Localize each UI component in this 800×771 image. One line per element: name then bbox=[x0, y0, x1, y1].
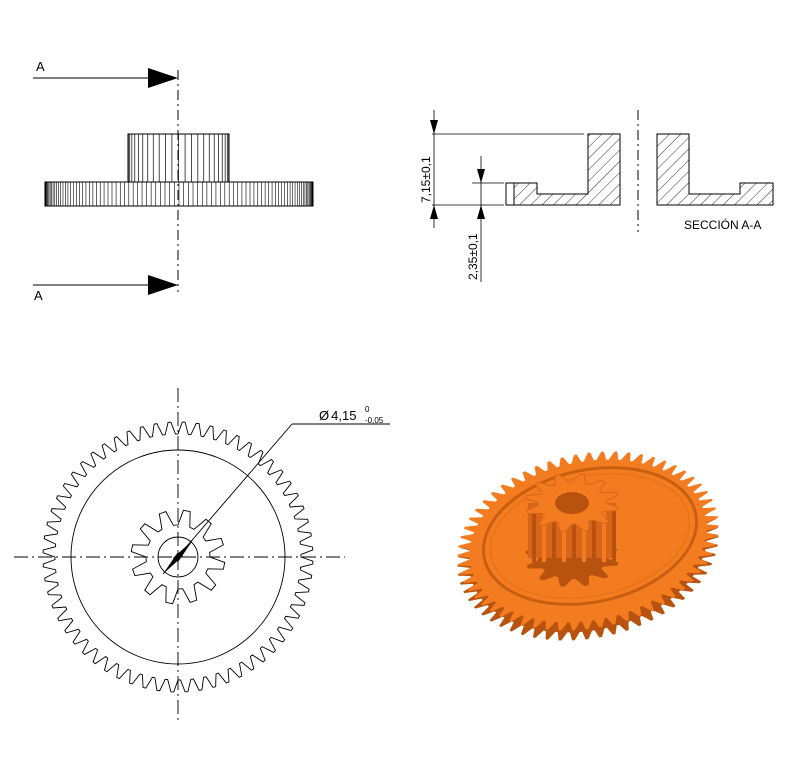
render-pinion-tooth bbox=[562, 507, 566, 562]
render-pinion-tooth bbox=[552, 507, 556, 562]
diameter-arrow-b bbox=[173, 540, 193, 562]
cut-marker-top: A bbox=[36, 59, 45, 74]
render-pinion-tooth bbox=[602, 507, 606, 562]
cut-marker-bottom: A bbox=[34, 288, 43, 303]
section-view: 7,15±0,1 2,35±0,1 SECCIÓN A-A bbox=[419, 110, 774, 282]
dim-total-arrow-bottom bbox=[430, 205, 438, 219]
cut-arrow-top-head bbox=[148, 68, 178, 88]
dim-base-label: 2,35±0,1 bbox=[466, 233, 480, 280]
dim-base-arrow-bottom bbox=[477, 205, 485, 219]
diameter-symbol: Ø bbox=[319, 408, 329, 423]
cut-arrow-bottom-head bbox=[148, 275, 178, 295]
render-pinion-tooth bbox=[572, 507, 576, 562]
render-pinion-tooth bbox=[582, 507, 586, 562]
section-left-body bbox=[513, 133, 621, 206]
dim-total-label: 7,15±0,1 bbox=[419, 156, 433, 203]
render-view bbox=[457, 451, 719, 641]
render-pinion-tooth bbox=[542, 507, 546, 562]
dim-total-arrow-top bbox=[430, 120, 438, 134]
dim-base-arrow-top bbox=[477, 169, 485, 183]
render-recess bbox=[481, 466, 699, 606]
section-label: SECCIÓN A-A bbox=[684, 217, 761, 232]
side-view-large-gear bbox=[44, 181, 314, 207]
render-pinion bbox=[524, 473, 620, 587]
render-pinion-tooth bbox=[612, 507, 616, 562]
tolerance-lower: -0,05 bbox=[365, 416, 384, 425]
render-pinion-tooth bbox=[532, 507, 536, 562]
large-gear-outline bbox=[42, 421, 314, 693]
render-bore bbox=[555, 492, 589, 514]
section-right-body bbox=[656, 133, 774, 206]
side-view: A A bbox=[33, 59, 314, 303]
render-pinion-tooth bbox=[592, 507, 596, 562]
diameter-value: 4,15 bbox=[331, 408, 356, 423]
tolerance-upper: 0 bbox=[365, 405, 370, 414]
section-left-lip bbox=[505, 182, 515, 206]
